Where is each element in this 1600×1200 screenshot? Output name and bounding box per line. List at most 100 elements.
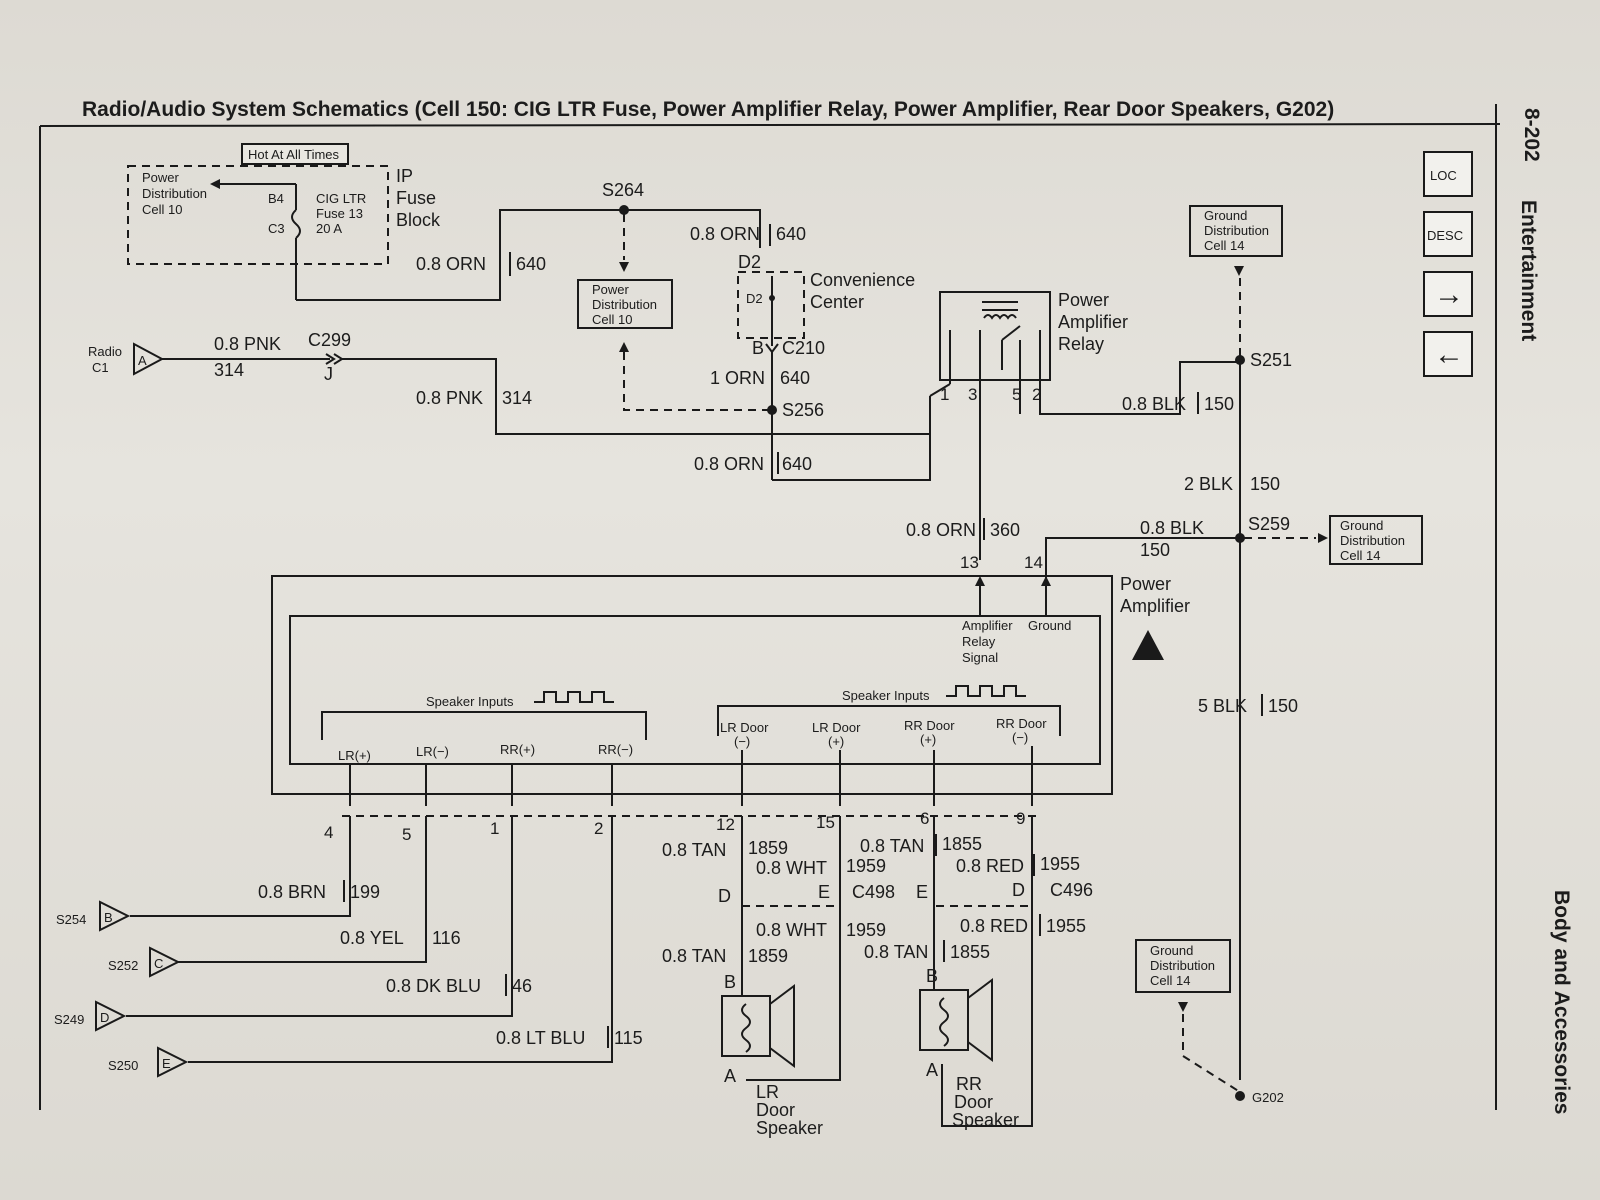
power-amplifier-box	[271, 575, 1113, 795]
rr-speaker-label-3: Speaker	[952, 1110, 1019, 1130]
amp-pin-9: 9	[1016, 809, 1025, 828]
loc-button-label: LOC	[1430, 168, 1457, 183]
lr-door-speaker-icon	[721, 984, 795, 1068]
splice-s254-label: S254	[56, 912, 86, 927]
wire-ltblu-115	[188, 816, 613, 1063]
gd-top-label-1: Ground	[1204, 208, 1247, 223]
feed-arrow-icon	[210, 179, 220, 189]
wire-circuit-116: 116	[432, 928, 461, 948]
c210-pin: B	[752, 338, 764, 358]
fuse-number: Fuse 13	[316, 206, 363, 221]
wire-label-ltblu-115: 0.8 LT BLU	[496, 1028, 585, 1048]
wire-label-red-1955a: 0.8 RED	[956, 856, 1024, 876]
arrow-right-icon: →	[1434, 278, 1464, 311]
relay-pin-2: 2	[1032, 385, 1041, 404]
relay-label-3: Relay	[1058, 334, 1104, 354]
lr-speaker-pin-a: A	[724, 1066, 736, 1086]
connector-c496-label: C496	[1050, 880, 1093, 900]
amp-pin-12: 12	[716, 815, 735, 834]
wire-circuit-1959b: 1959	[846, 920, 886, 940]
hot-at-all-times-box	[241, 143, 349, 165]
connector-s249-icon	[95, 1000, 127, 1032]
wire-circuit-150a: 150	[1204, 394, 1234, 414]
amp-lr-door-neg-1: LR Door	[720, 720, 769, 735]
relay-pin-3: 3	[968, 385, 977, 404]
splice-s259-label: S259	[1248, 514, 1290, 534]
wire-blk-150-amp-gnd	[1045, 537, 1240, 578]
amp-lr-door-neg-2: (−)	[734, 734, 750, 749]
wire-circuit-1859a: 1859	[748, 838, 788, 858]
loc-button[interactable]: LOC	[1423, 151, 1473, 197]
amp-pin-6: 6	[920, 809, 929, 828]
wire-yel-116	[176, 816, 427, 963]
pd-to-s256	[623, 352, 770, 411]
amp-signal-label-1: Amplifier	[962, 618, 1013, 633]
wire-brn-199	[130, 816, 351, 917]
wire-label-tan-1855b: 0.8 TAN	[864, 942, 928, 962]
wire-circuit-640c: 640	[780, 368, 810, 388]
amp-pin-2: 2	[594, 819, 603, 838]
wire-circuit-640: 640	[516, 254, 546, 274]
amp-signal-label-3: Signal	[962, 650, 998, 665]
next-page-button[interactable]: →	[1423, 271, 1473, 317]
arrow-left-icon: ←	[1434, 338, 1464, 371]
amp-label-1: Power	[1120, 574, 1171, 594]
rr-speaker-pin-b: B	[926, 966, 938, 986]
up-arrow-icon	[975, 576, 985, 586]
splice-s264-label: S264	[602, 180, 644, 200]
s249-pin-d: D	[100, 1010, 109, 1025]
speaker-inputs-left-bracket	[321, 711, 647, 740]
amp-pin-5: 5	[402, 825, 411, 844]
desc-button[interactable]: DESC	[1423, 211, 1473, 257]
prev-page-button[interactable]: ←	[1423, 331, 1473, 377]
fuse-pin-c3: C3	[268, 221, 285, 236]
amp-pin-13: 13	[960, 553, 979, 572]
wire-circuit-1855b: 1855	[950, 942, 990, 962]
radio-c1-label: C1	[92, 360, 109, 375]
gd-bottom-label-2: Distribution	[1150, 958, 1215, 973]
wire-circuit-46: 46	[512, 976, 532, 996]
wire-blk-150-relay-gnd	[1039, 361, 1240, 415]
speaker-inputs-left-label: Speaker Inputs	[426, 694, 514, 709]
lr-speaker-label-1: LR	[756, 1082, 779, 1102]
wire-circuit-314: 314	[214, 360, 244, 380]
amp-label-2: Amplifier	[1120, 596, 1190, 616]
wire-label-red-1955b: 0.8 RED	[960, 916, 1028, 936]
connector-s252-icon	[149, 946, 181, 978]
wire-circuit-150d: 150	[1268, 696, 1298, 716]
lr-speaker-pin-b: B	[724, 972, 736, 992]
s254-pin-b: B	[104, 910, 113, 925]
amp-pin-1: 1	[490, 819, 499, 838]
wire-label-blk-150a: 0.8 BLK	[1122, 394, 1186, 414]
c498-pin-d: D	[718, 886, 731, 906]
c498-pin-e: E	[818, 882, 830, 902]
up-arrow-icon	[1041, 576, 1051, 586]
ip-fuse-block-label-2: Fuse	[396, 188, 436, 208]
wire-label-blk-150c: 0.8 BLK	[1140, 518, 1204, 538]
fuse-rating: 20 A	[316, 221, 342, 236]
wire-orn-640-to-relay	[772, 396, 931, 481]
wire-circuit-314b: 314	[502, 388, 532, 408]
section-label: Entertainment	[1517, 200, 1540, 341]
power-distribution-box	[577, 279, 673, 329]
wire-label-5-blk: 5 BLK	[1198, 696, 1247, 716]
amp-rr-door-pos-1: RR Door	[904, 718, 955, 733]
relay-pin-5: 5	[1012, 385, 1021, 404]
book-section-label: Body and Accessories	[1550, 890, 1573, 1114]
gd-right-label-1: Ground	[1340, 518, 1383, 533]
pulse-icon	[946, 685, 1026, 697]
splice-s252-label: S252	[108, 958, 138, 973]
s250-pin-e: E	[162, 1056, 171, 1071]
gd-right-label-3: Cell 14	[1340, 548, 1380, 563]
connector-c210-label: C210	[782, 338, 825, 358]
convenience-center-label-2: Center	[810, 292, 864, 312]
wire-red-1955	[941, 816, 1033, 1127]
rr-door-speaker-icon	[919, 978, 993, 1062]
fuse-name: CIG LTR	[316, 191, 366, 206]
pd-box-label-2: Distribution	[592, 297, 657, 312]
wire-circuit-640b: 640	[776, 224, 806, 244]
amp-rr-pos-label: RR(+)	[500, 742, 535, 757]
fuse-pin-b4: B4	[268, 191, 284, 206]
fuse-icon	[291, 209, 301, 239]
